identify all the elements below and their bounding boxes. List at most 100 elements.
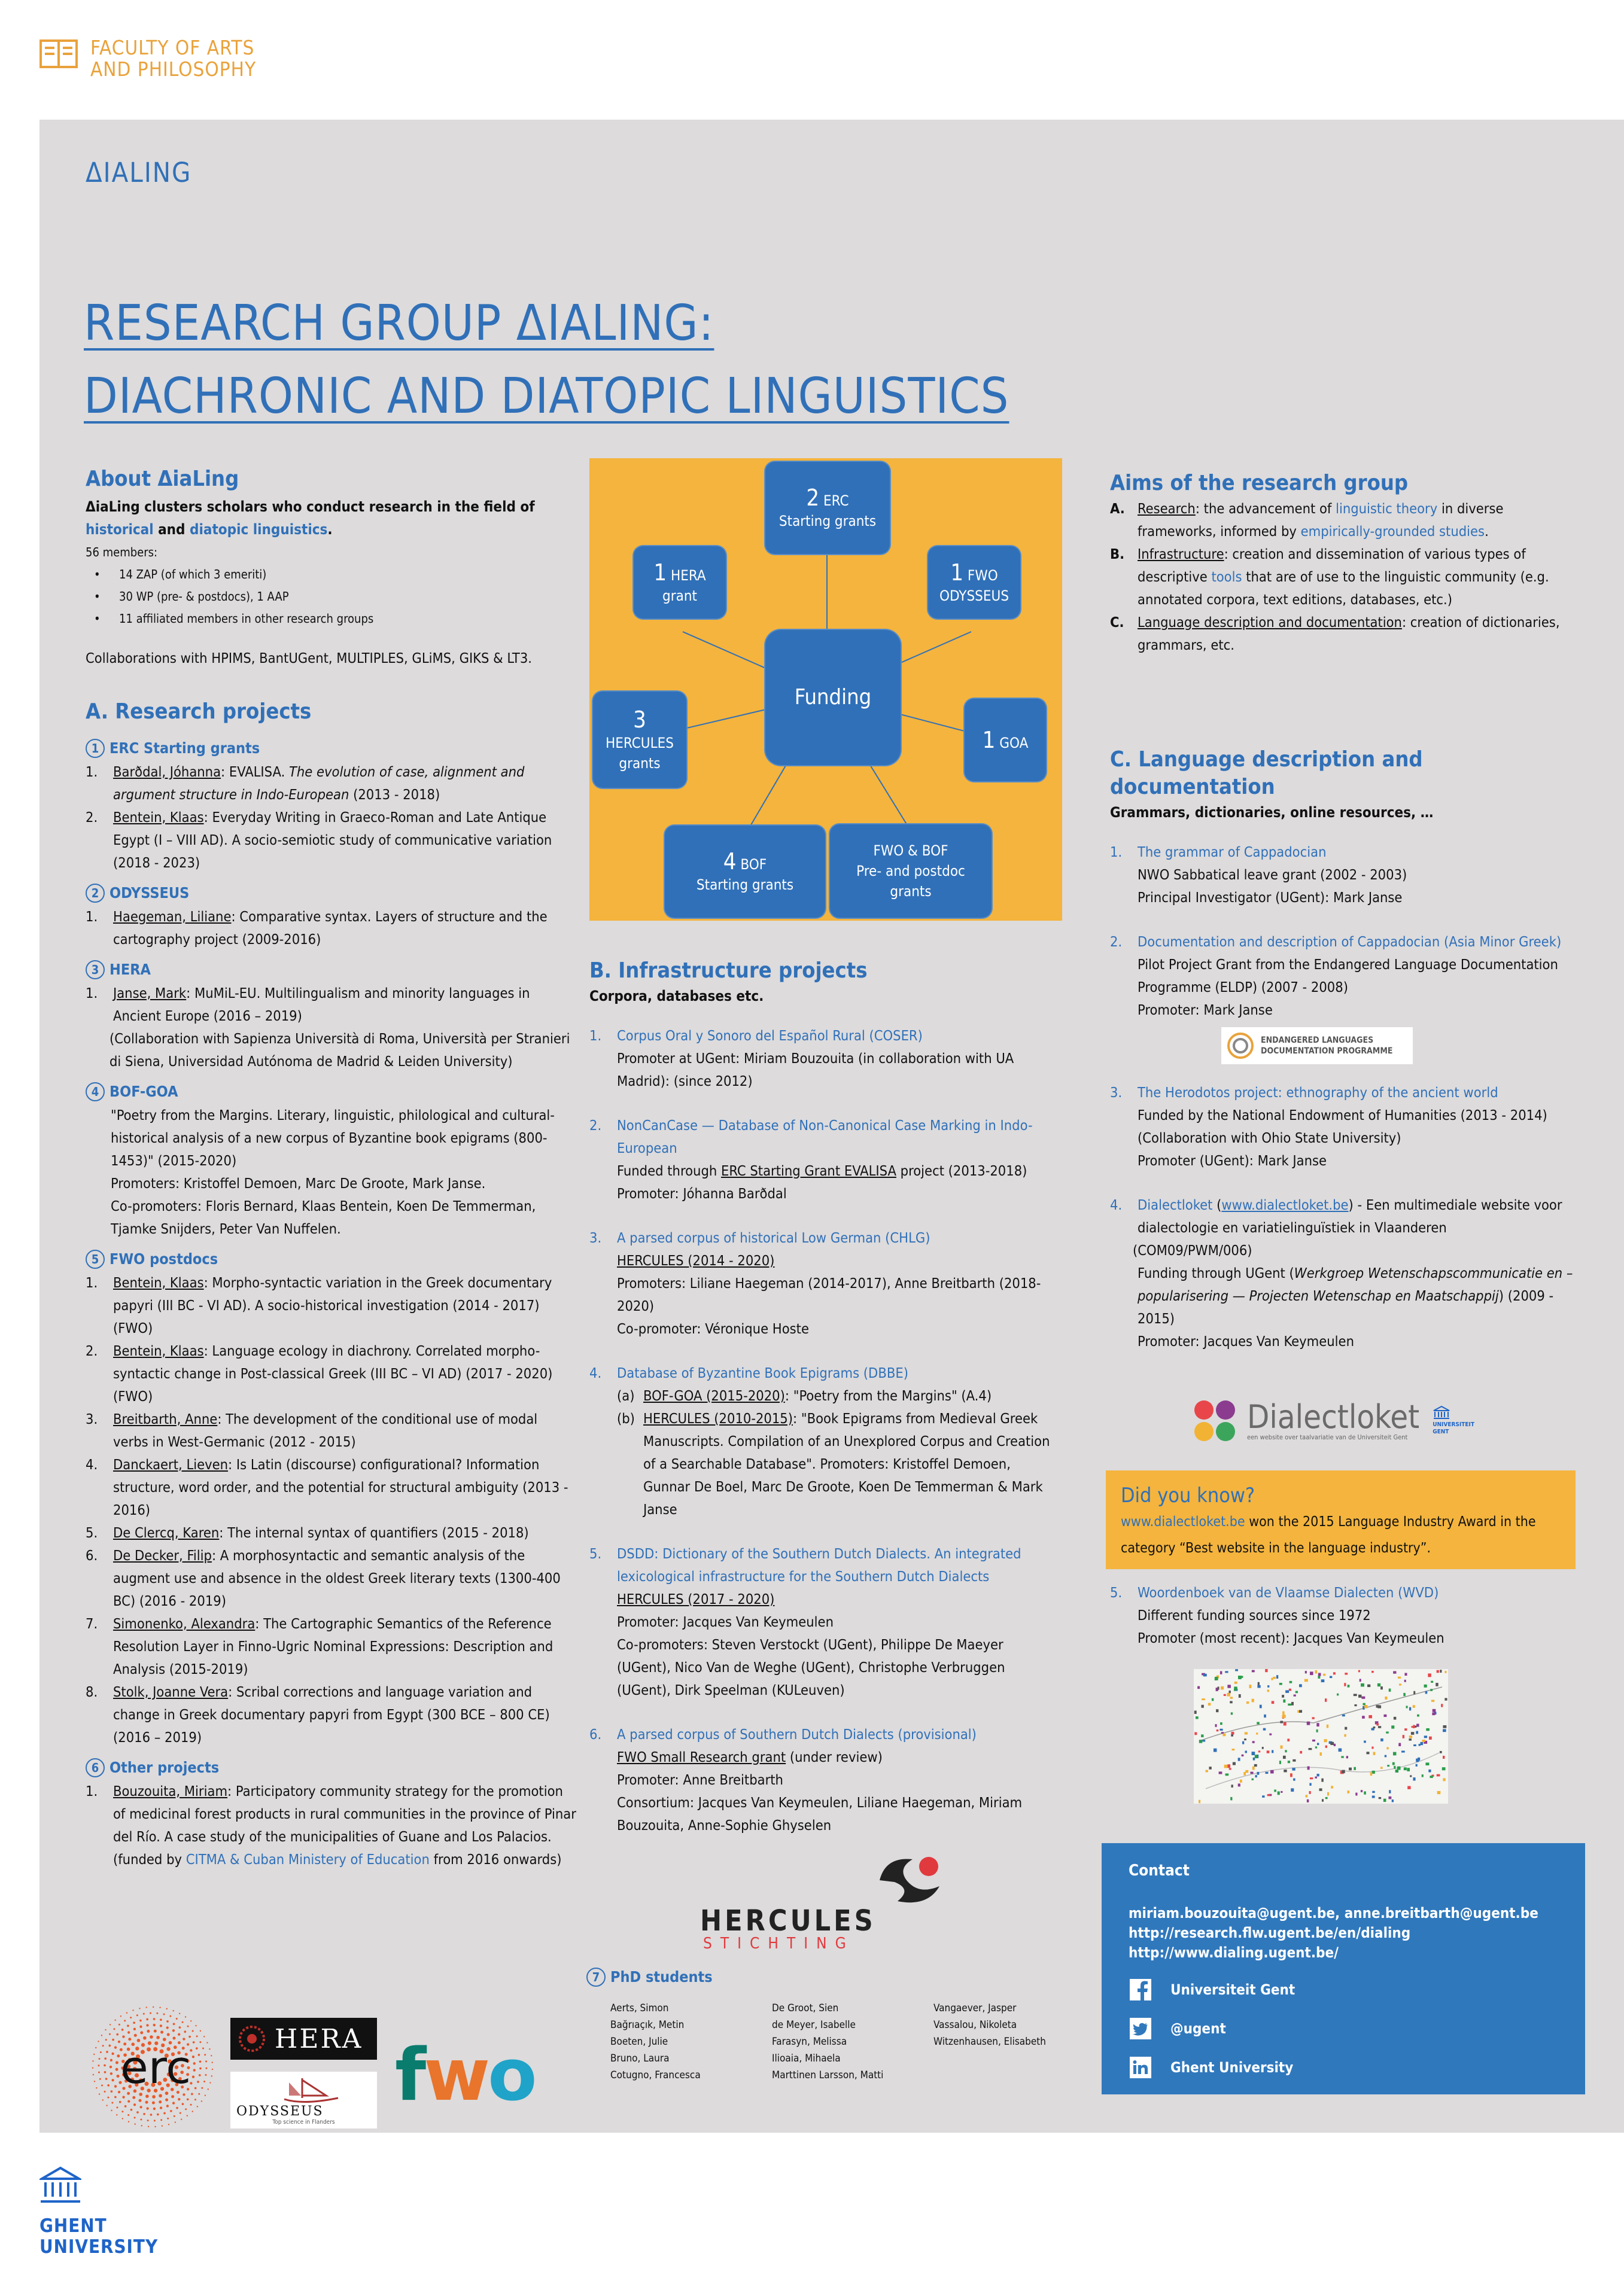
- map-mark: [1283, 1722, 1287, 1726]
- map-mark: [1267, 1689, 1270, 1692]
- erc-dot: [141, 2043, 145, 2047]
- contact-emails[interactable]: miriam.bouzouita@ugent.be, anne.breitbar…: [1129, 1905, 1538, 1922]
- odysseus-list: 1.Haegeman, Liliane: Comparative syntax.…: [86, 905, 576, 951]
- erc-dot: [153, 2018, 156, 2020]
- wvd-link[interactable]: Woordenboek van de Vlaamse Dialecten (WV…: [1138, 1584, 1439, 1601]
- map-mark: [1342, 1770, 1345, 1774]
- erc-dot: [106, 2105, 108, 2106]
- erc-dot: [128, 2038, 132, 2041]
- list-item: 1.Barðdal, Jóhanna: EVALISA. The evoluti…: [86, 763, 525, 803]
- map-mark: [1397, 1766, 1401, 1770]
- map-mark: [1344, 1683, 1346, 1686]
- erc-dot: [198, 2074, 201, 2076]
- linkedin-label: Ghent University: [1170, 2059, 1294, 2076]
- wvd-list: 5.Woordenboek van de Vlaamse Dialecten (…: [1110, 1581, 1577, 1649]
- erc-dot: [156, 2113, 159, 2116]
- erc-dot: [153, 2047, 158, 2051]
- erc-dot: [111, 2052, 114, 2056]
- map-mark: [1444, 1698, 1447, 1701]
- map-mark: [1422, 1740, 1426, 1742]
- contact-url-research[interactable]: http://research.flw.ugent.be/en/dialing: [1129, 1925, 1411, 1941]
- map-mark: [1354, 1704, 1357, 1707]
- dialectloket-url[interactable]: www.dialectloket.be: [1221, 1196, 1349, 1213]
- erc-dot: [121, 2029, 124, 2031]
- coser-link[interactable]: Corpus Oral y Sonoro del Español Rural (…: [617, 1027, 923, 1044]
- map-mark: [1315, 1670, 1318, 1674]
- circled-number: 4: [86, 1082, 105, 1101]
- map-mark: [1219, 1728, 1223, 1731]
- noncancase-link[interactable]: NonCanCase — Database of Non-Canonical C…: [617, 1117, 1033, 1156]
- erc-dot: [143, 2036, 147, 2040]
- ghent-line2: UNIVERSITY: [39, 2236, 159, 2258]
- map-mark: [1246, 1701, 1249, 1704]
- list-item: 3.The Herodotos project: ethnography of …: [1110, 1084, 1547, 1169]
- erc-dot: [110, 2090, 113, 2093]
- link-empirical-studies[interactable]: empirically-grounded studies: [1300, 523, 1485, 540]
- contact-url-dialing[interactable]: http://www.dialing.ugent.be/: [1129, 1944, 1339, 1961]
- map-mark: [1316, 1729, 1318, 1732]
- map-mark: [1316, 1723, 1319, 1727]
- map-mark: [1428, 1769, 1431, 1773]
- map-mark: [1437, 1790, 1441, 1795]
- map-mark: [1416, 1723, 1419, 1727]
- erc-dot: [207, 2088, 209, 2090]
- map-mark: [1199, 1740, 1203, 1743]
- southern-dutch-link[interactable]: A parsed corpus of Southern Dutch Dialec…: [617, 1726, 977, 1743]
- research-heading: A. Research projects: [86, 699, 312, 724]
- facebook-link[interactable]: Universiteit Gent: [1129, 1978, 1558, 2002]
- link-historical[interactable]: historical: [86, 521, 154, 538]
- map-mark: [1224, 1764, 1228, 1768]
- link-tools[interactable]: tools: [1211, 568, 1242, 585]
- map-mark: [1258, 1750, 1261, 1753]
- map-mark: [1304, 1671, 1307, 1674]
- erc-dot: [171, 2052, 175, 2057]
- dbbe-link[interactable]: Database of Byzantine Book Epigrams (DBB…: [617, 1365, 908, 1381]
- erc-dot: [202, 2047, 204, 2050]
- twitter-link[interactable]: @ugent: [1129, 2017, 1558, 2041]
- map-mark: [1315, 1776, 1318, 1779]
- herodotos-link[interactable]: The Herodotos project: ethnography of th…: [1138, 1084, 1498, 1101]
- erc-dot: [98, 2071, 100, 2073]
- map-mark: [1330, 1741, 1334, 1745]
- erc-dot: [166, 2020, 169, 2023]
- cappadocian-grammar-link[interactable]: The grammar of Cappadocian: [1138, 844, 1327, 860]
- erc-dot: [166, 2033, 170, 2036]
- erc-dot: [191, 2093, 193, 2096]
- link-linguistic-theory[interactable]: linguistic theory: [1336, 500, 1438, 517]
- list-item: 2.NonCanCase — Database of Non-Canonical…: [589, 1117, 1033, 1202]
- map-mark: [1371, 1795, 1375, 1798]
- poster-title: RESEARCH GROUP ΔIALING: DIACHRONIC AND D…: [84, 287, 1009, 433]
- contact-heading: Contact: [1129, 1862, 1190, 1880]
- dialectloket-title[interactable]: Dialectloket: [1138, 1196, 1213, 1213]
- map-mark: [1280, 1721, 1284, 1723]
- map-mark: [1282, 1755, 1286, 1759]
- erc-dot: [190, 2020, 192, 2022]
- dialect-map-image: [1194, 1669, 1448, 1804]
- erc-dot: [133, 2021, 135, 2024]
- erc-dot: [197, 2081, 199, 2083]
- list-item: 1.Bentein, Klaas: Morpho-syntactic varia…: [86, 1274, 552, 1336]
- erc-dot: [147, 2126, 150, 2127]
- aims-list: A.Research: the advancement of linguisti…: [1110, 497, 1577, 656]
- dsdd-link[interactable]: DSDD: Dictionary of the Southern Dutch D…: [617, 1545, 1021, 1585]
- chlg-link[interactable]: A parsed corpus of historical Low German…: [617, 1229, 930, 1246]
- erc-dot: [172, 2102, 175, 2105]
- map-mark: [1413, 1691, 1416, 1695]
- erc-dot: [160, 2119, 163, 2121]
- bofgoa-copromoters: Co-promoters: Floris Bernard, Klaas Bent…: [111, 1198, 536, 1237]
- citma-link[interactable]: CITMA & Cuban Ministery of Education: [185, 1851, 430, 1868]
- dialectloket-award-link[interactable]: www.dialectloket.be: [1121, 1514, 1245, 1530]
- map-mark: [1289, 1680, 1292, 1683]
- map-mark: [1228, 1768, 1231, 1770]
- cappadocian-doc-link[interactable]: Documentation and description of Cappado…: [1138, 933, 1562, 950]
- about-end: .: [327, 521, 333, 538]
- erc-dot: [112, 2038, 114, 2041]
- erc-dot: [144, 2081, 149, 2086]
- link-diatopic[interactable]: diatopic linguistics: [190, 521, 328, 538]
- map-mark: [1325, 1796, 1328, 1799]
- linkedin-link[interactable]: Ghent University: [1129, 2056, 1558, 2079]
- fwo-letter-f: f: [395, 2034, 426, 2117]
- map-mark: [1432, 1709, 1436, 1712]
